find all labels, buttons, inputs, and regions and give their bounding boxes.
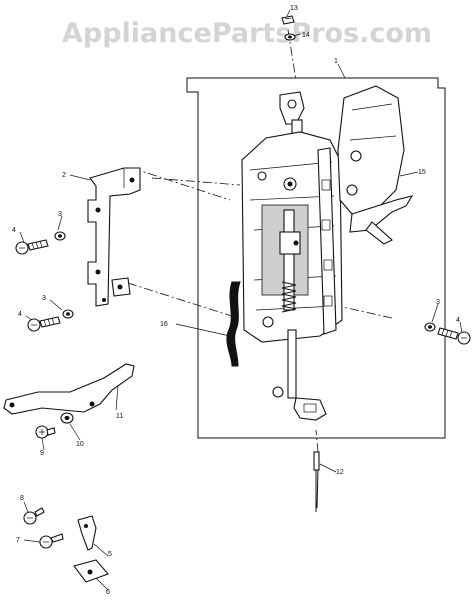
callout-12: 12 — [336, 469, 344, 476]
bracket-2 — [87, 167, 141, 307]
callout-3-right: 3 — [436, 299, 440, 306]
callout-labels: 1 2 3 3 3 4 4 4 5 6 7 8 9 10 11 12 13 14… — [12, 5, 460, 596]
callout-4-upper-left: 4 — [12, 227, 16, 234]
wire-16 — [226, 281, 241, 367]
callout-15: 15 — [418, 169, 426, 176]
washer-3-lower-left — [62, 309, 74, 319]
presser-lever-15 — [337, 85, 414, 245]
callout-9: 9 — [40, 450, 44, 457]
screw-8 — [23, 507, 45, 525]
bracket-11 — [3, 363, 135, 415]
washer-3-upper-left — [54, 231, 66, 241]
screw-4-right — [437, 327, 471, 345]
callout-10: 10 — [76, 441, 84, 448]
washer-14 — [284, 33, 296, 41]
callout-6: 6 — [106, 589, 110, 596]
assembly-boundary — [186, 77, 446, 439]
bracket-5 — [77, 515, 97, 551]
callout-2: 2 — [62, 172, 66, 179]
screw-4-lower-left — [27, 316, 61, 332]
callout-3-lower-left: 3 — [42, 295, 46, 302]
leader-lines — [127, 29, 393, 453]
needle-bar-frame-assembly — [241, 91, 343, 421]
callout-4-right: 4 — [456, 317, 460, 324]
callout-8: 8 — [20, 495, 24, 502]
callout-11: 11 — [116, 413, 123, 420]
callout-1: 1 — [334, 58, 338, 65]
needle-12 — [313, 451, 320, 512]
washer-10 — [60, 412, 74, 424]
callout-5: 5 — [108, 551, 112, 558]
screw-4-upper-left — [15, 239, 49, 255]
callout-7: 7 — [16, 537, 20, 544]
watermark-text: AppliancePartsPros.com — [62, 18, 432, 49]
callout-13: 13 — [290, 5, 298, 12]
screw-13 — [281, 15, 295, 25]
callout-3-upper-left: 3 — [58, 211, 62, 218]
screw-7 — [39, 533, 64, 549]
callout-14: 14 — [302, 32, 310, 39]
washer-3-right — [424, 322, 436, 332]
callout-leaders — [19, 9, 463, 591]
callout-4-lower-left: 4 — [18, 311, 22, 318]
screw-9 — [35, 425, 56, 439]
plate-6 — [73, 559, 109, 583]
callout-16: 16 — [160, 321, 168, 328]
